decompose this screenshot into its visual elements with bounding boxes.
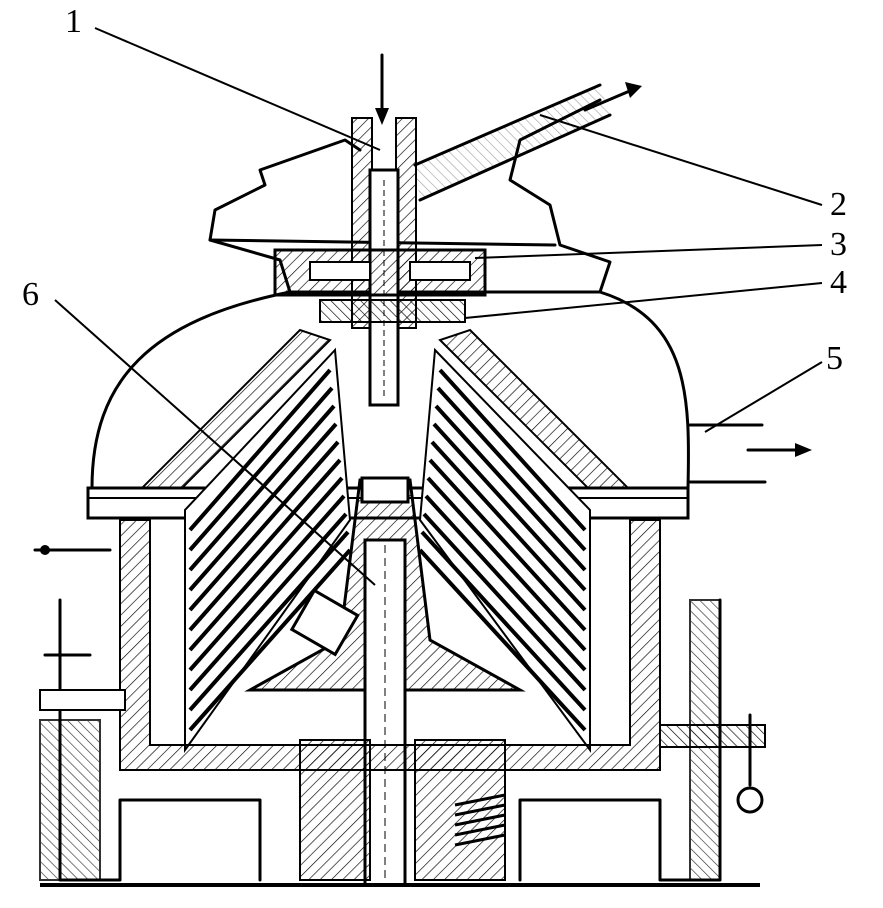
knob-icon bbox=[736, 786, 764, 814]
paring-disc bbox=[319, 299, 466, 323]
left-handle bbox=[33, 545, 126, 711]
leader-1 bbox=[94, 27, 381, 151]
callout-2: 2 bbox=[830, 186, 847, 223]
callout-1: 1 bbox=[65, 3, 82, 40]
callout-6: 6 bbox=[22, 276, 39, 313]
leader-2 bbox=[539, 114, 823, 206]
callout-4: 4 bbox=[830, 264, 847, 301]
cone-cap bbox=[360, 476, 410, 504]
callout-5: 5 bbox=[826, 340, 843, 377]
right-handle bbox=[659, 713, 766, 814]
disc-stack-left bbox=[184, 347, 352, 754]
leader-3 bbox=[474, 244, 823, 259]
disc-stack-right bbox=[418, 347, 591, 754]
feed-channel bbox=[289, 588, 360, 657]
leader-4 bbox=[464, 282, 823, 319]
outlet-arrowhead-2 bbox=[625, 82, 642, 98]
leader-6 bbox=[54, 299, 376, 586]
callout-3: 3 bbox=[830, 226, 847, 263]
outlet-arrow-2 bbox=[583, 88, 634, 112]
inlet-arrowhead bbox=[375, 108, 389, 125]
bearing-spring bbox=[454, 793, 506, 847]
outlet-pipe-2 bbox=[413, 83, 612, 202]
leader-5 bbox=[704, 361, 823, 433]
outlet-arrowhead-5 bbox=[795, 443, 812, 457]
